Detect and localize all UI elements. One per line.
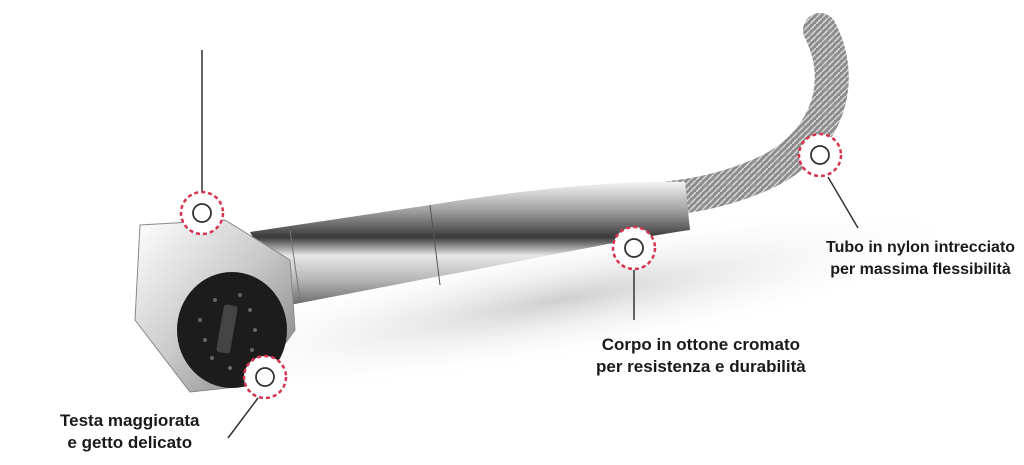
callout-body: Corpo in ottone cromato per resistenza e… <box>596 334 806 378</box>
braided-hose <box>653 13 849 215</box>
callout-head-line2: e getto delicato <box>67 433 193 452</box>
marker-body <box>611 225 657 271</box>
leader-line-head <box>227 397 259 439</box>
callout-body-line2: per resistenza e durabilità <box>596 357 806 376</box>
marker-top <box>179 190 225 236</box>
callout-head-line1: Testa maggiorata <box>60 411 200 430</box>
callout-hose-line1: Tubo in nylon intrecciato <box>826 239 1016 256</box>
callout-hose-line2: per massima flessibilità <box>830 261 1011 278</box>
brass-body <box>250 181 690 305</box>
leader-line-hose <box>827 176 859 229</box>
callout-head: Testa maggiorata e getto delicato <box>60 410 200 454</box>
spray-nozzles <box>198 293 257 370</box>
marker-hose <box>797 132 843 178</box>
marker-head <box>242 354 288 400</box>
callout-hose: Tubo in nylon intrecciato per massima fl… <box>826 237 1015 281</box>
spray-slot <box>216 304 238 354</box>
drop-shadow <box>146 206 974 394</box>
body-seam <box>289 229 301 301</box>
callout-body-line1: Corpo in ottone cromato <box>601 335 801 354</box>
leader-lines <box>201 50 859 439</box>
body-seam <box>429 204 441 286</box>
